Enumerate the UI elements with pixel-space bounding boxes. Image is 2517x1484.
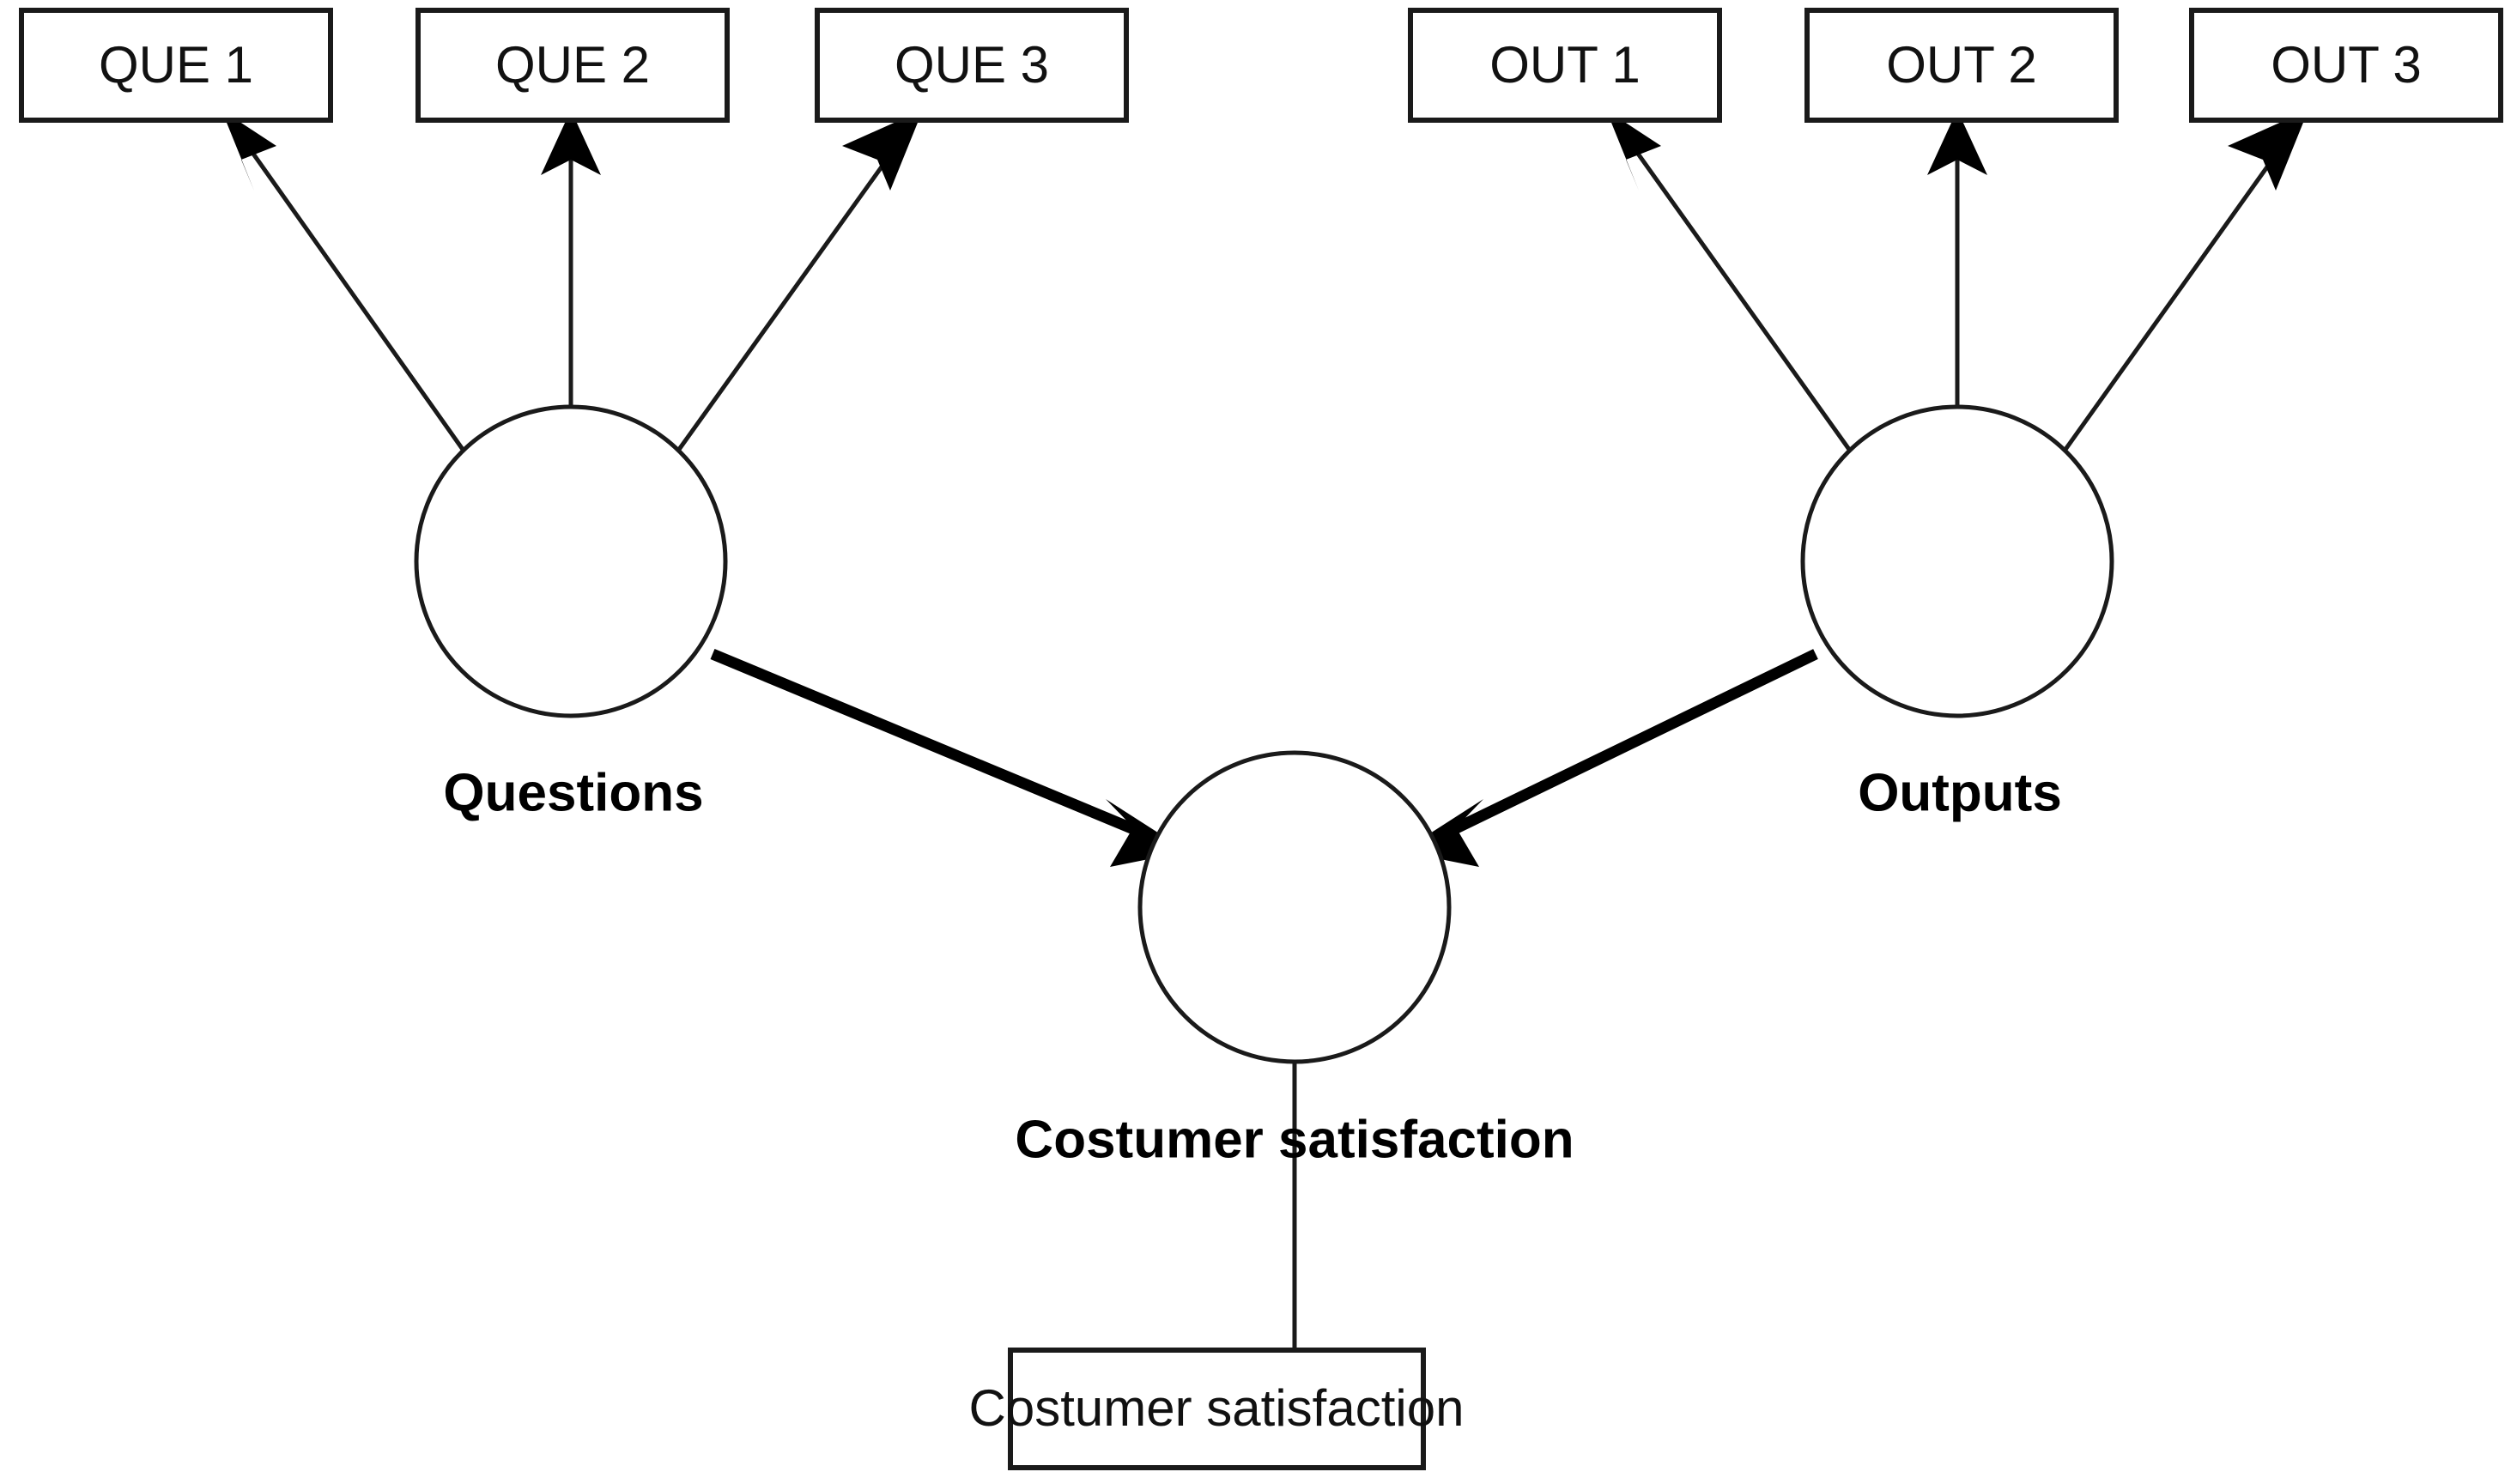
latent-label-satisfaction: Costumer satisfaction [1015, 1110, 1574, 1169]
measurement-paths-outputs [1606, 110, 2308, 452]
indicator-box-label: OUT 3 [2271, 36, 2422, 94]
path-questions-to-satisfaction [710, 648, 1144, 839]
indicator-box-label: QUE 1 [99, 36, 253, 94]
arrowhead-out1 [1606, 110, 1661, 191]
latent-circle-outputs[interactable] [1800, 404, 2114, 718]
arrowhead-out3 [2228, 110, 2308, 191]
indicator-box-label: QUE 2 [495, 36, 650, 94]
latent-circle-questions[interactable] [414, 404, 728, 718]
indicator-box-que3[interactable]: QUE 3 [815, 8, 1129, 123]
path-questions-to-que3 [676, 140, 902, 452]
indicator-box-rect [19, 8, 333, 123]
arrowhead-que1 [221, 110, 276, 191]
indicator-box-out2[interactable]: OUT 2 [1804, 8, 2119, 123]
indicator-box-label: OUT 1 [1489, 36, 1641, 94]
latent-label-questions: Questions [443, 763, 703, 822]
indicator-box-out3[interactable]: OUT 3 [2189, 8, 2503, 123]
indicator-box-cs1[interactable]: Costumer satisfaction [969, 1348, 1465, 1470]
indicator-box-rect [1804, 8, 2119, 123]
arrowhead-que2 [541, 110, 601, 175]
latent-label-outputs: Outputs [1858, 763, 2062, 822]
indicator-box-label: OUT 2 [1886, 36, 2037, 94]
indicator-box-label: Costumer satisfaction [969, 1379, 1465, 1437]
path-questions-to-que1 [242, 140, 466, 452]
measurement-paths-questions [221, 110, 923, 452]
latent-circle-satisfaction[interactable] [1137, 750, 1452, 1064]
indicator-box-rect [1008, 1348, 1426, 1470]
path-outputs-to-out3 [2062, 140, 2288, 452]
indicator-box-rect [1408, 8, 1722, 123]
path-outputs-to-satisfaction [1445, 649, 1818, 838]
arrowhead-que3 [842, 110, 923, 191]
indicator-box-rect [415, 8, 730, 123]
indicator-box-out1[interactable]: OUT 1 [1408, 8, 1722, 123]
indicator-box-rect [2189, 8, 2503, 123]
indicator-box-que1[interactable]: QUE 1 [19, 8, 333, 123]
path-outputs-to-out1 [1627, 140, 1853, 452]
indicator-box-rect [815, 8, 1129, 123]
arrowhead-out2 [1927, 110, 1987, 175]
indicator-box-label: QUE 3 [895, 36, 1049, 94]
indicator-box-que2[interactable]: QUE 2 [415, 8, 730, 123]
